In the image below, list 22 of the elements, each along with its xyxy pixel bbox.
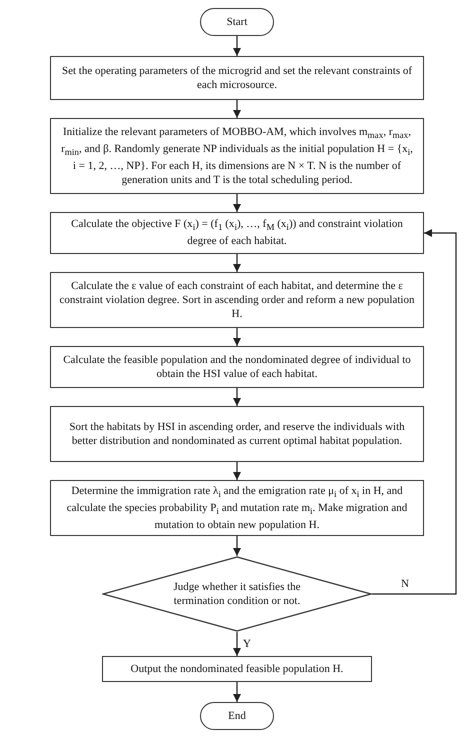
arrow: [372, 229, 457, 595]
process-box: Initialize the relevant parameters of MOBBO-AM, which involves m$_{max}$, r$_{max}$, r$_{min}$, and β. Randomly generate NP individuals as the initial population H = {x$_{i}$, i = 1, 2, …, NP}. For each H, its dimensions are N × T. N is the number of generation units and T is the total scheduling period.: [50, 118, 424, 194]
arrow: [233, 536, 241, 556]
arrow: [233, 328, 241, 346]
arrow: [233, 632, 241, 656]
terminal-box: End: [200, 702, 274, 730]
process-box: Calculate the feasible population and the nondominated degree of individual to obtain the HSI value of each habitat.: [50, 346, 424, 388]
arrow: [233, 462, 241, 480]
arrow: [233, 194, 241, 212]
process-box: Determine the immigration rate λ$_{i}$ and the emigration rate μ$_{i}$ of x$_{i}$ in H, and calculate the species probability P$_{i}$ and mutation rate m$_{i}$. Make migration and mutation to obtain new population H.: [50, 480, 424, 536]
arrow: [233, 36, 241, 56]
arrow: [233, 682, 241, 702]
process-box: Sort the habitats by HSI in ascending order, and reserve the individuals with better distribution and nondominated as current optimal habitat population.: [50, 406, 424, 462]
process-box: Output the nondominated feasible population H.: [102, 656, 372, 682]
process-box: Calculate the ε value of each constraint of each habitat, and determine the ε constraint violation degree. Sort in ascending order and reform a new population H.: [50, 272, 424, 328]
arrow: [233, 254, 241, 272]
arrow: [233, 388, 241, 406]
process-box: Set the operating parameters of the microgrid and set the relevant constraints of each microsource.: [50, 56, 424, 100]
decision-text: Judge whether it satisfies the termination condition or not.: [172, 580, 302, 608]
process-box: Calculate the objective F (x$_{i}$) = (f$_{1}$ (x$_{i}$), …, f$_{M}$ (x$_{i}$)) and constraint violation degree of each habitat.: [50, 212, 424, 254]
arrow: [233, 100, 241, 118]
terminal-box: Start: [200, 8, 274, 36]
